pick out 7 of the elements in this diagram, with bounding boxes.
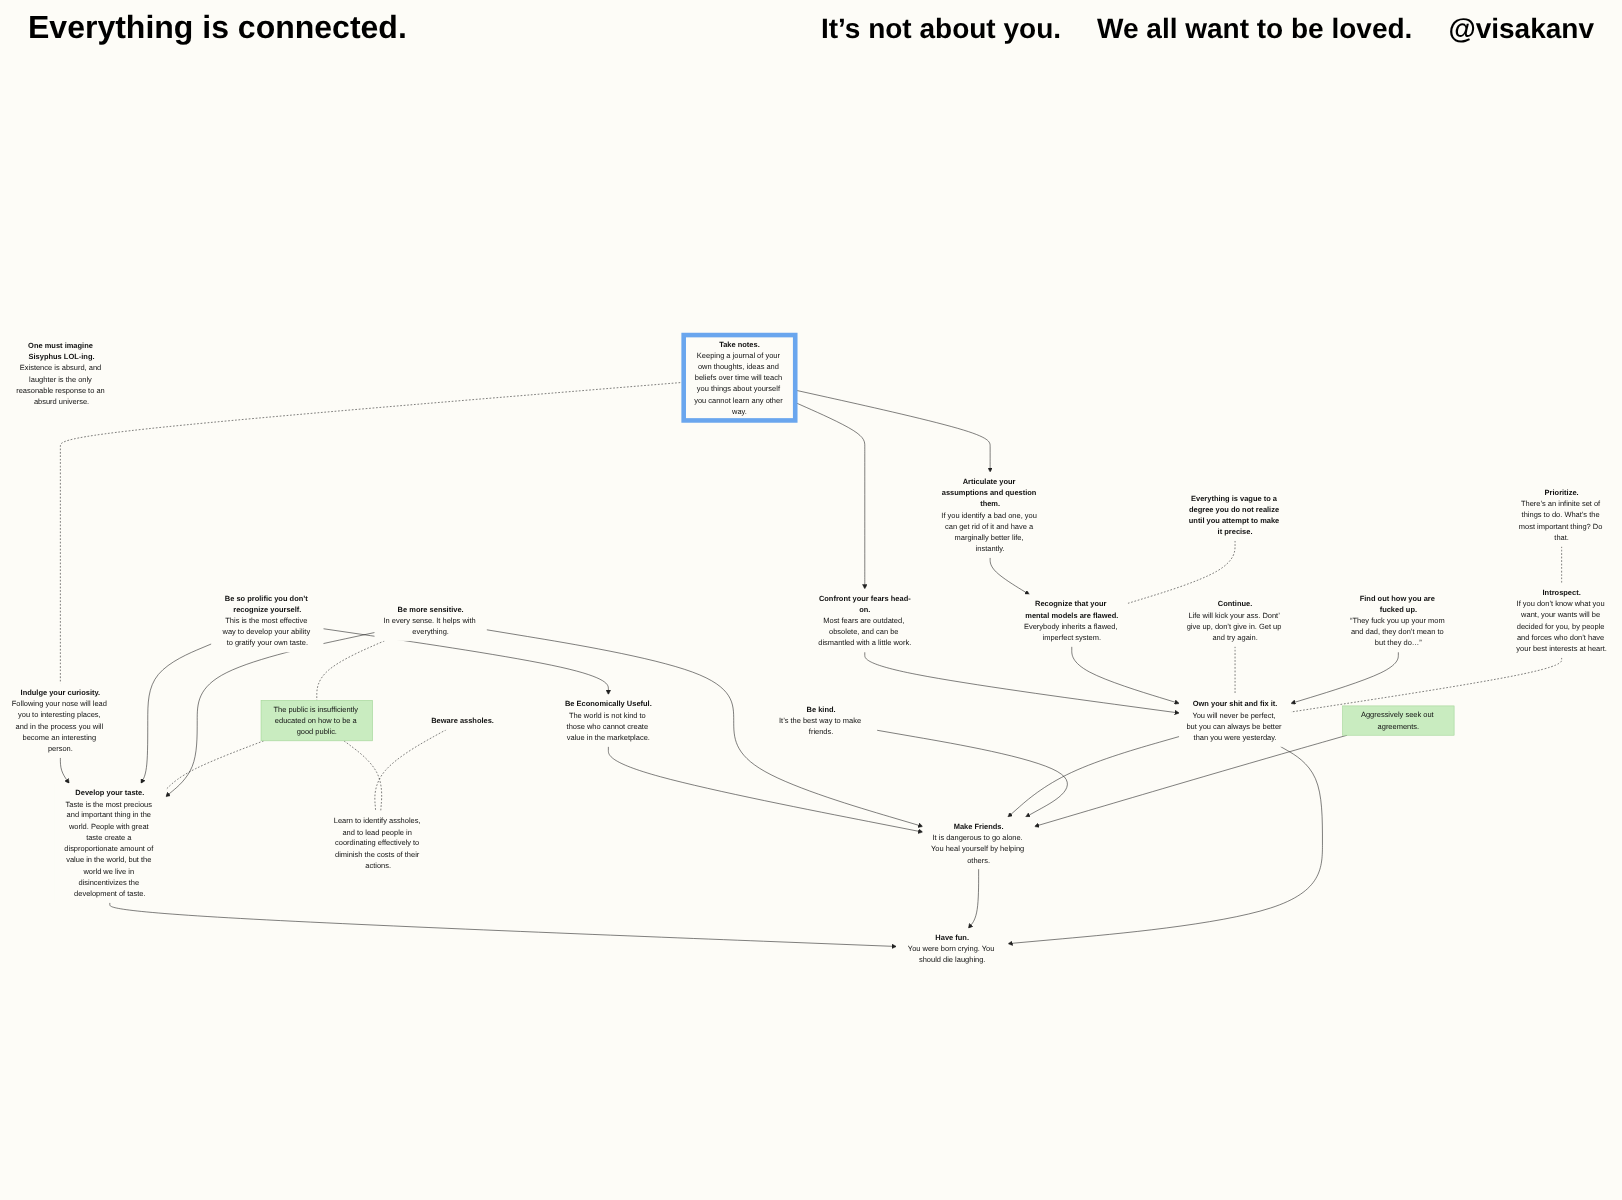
- connector: [343, 740, 382, 812]
- slogan-text: We all want to be loved.: [1097, 12, 1413, 44]
- connector: [165, 740, 264, 791]
- slogan-text: @visakanv: [1448, 12, 1594, 44]
- title: Everything is connected.: [28, 12, 407, 48]
- slogan-text: It’s not about you.: [820, 12, 1062, 44]
- connector: [374, 729, 447, 812]
